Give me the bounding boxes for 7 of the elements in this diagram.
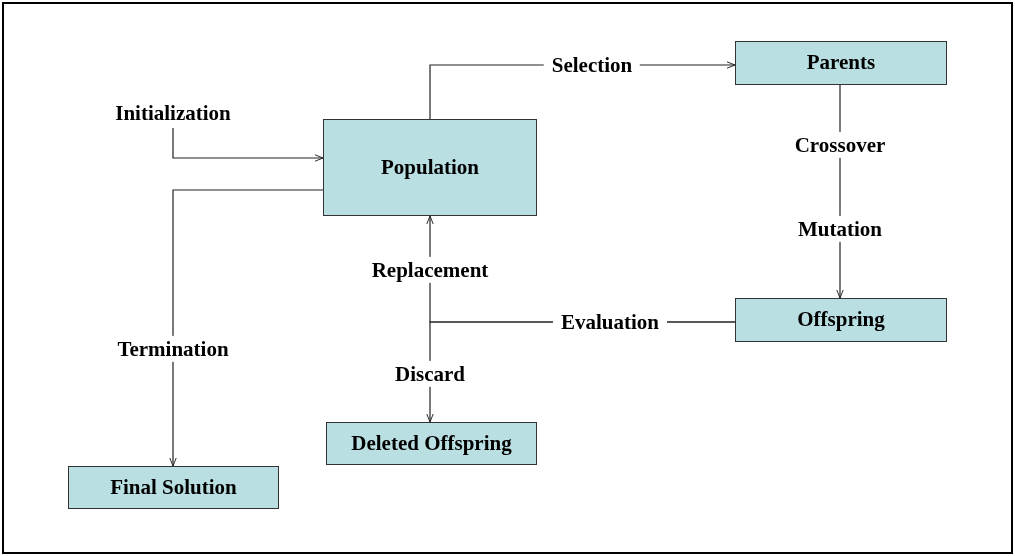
process-box: Parents <box>735 41 947 85</box>
process-box: Final Solution <box>68 466 279 509</box>
arrow <box>172 127 324 162</box>
process-box: Population <box>323 119 537 216</box>
arrow <box>169 189 324 467</box>
process-box: Offspring <box>735 298 947 342</box>
process-box: Deleted Offspring <box>326 422 537 465</box>
